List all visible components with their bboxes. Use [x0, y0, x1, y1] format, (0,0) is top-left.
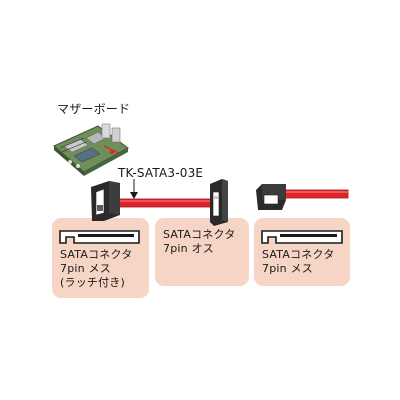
middle-sata-connector	[210, 179, 228, 226]
right-connector-panel: SATAコネクタ 7pin メス	[254, 218, 350, 286]
left-connector-panel: SATAコネクタ 7pin メス (ラッチ付き)	[52, 218, 149, 298]
left-sata-connector	[91, 181, 120, 221]
sata-female-port-icon	[59, 230, 140, 244]
sata-female-port-icon	[261, 230, 343, 244]
panel-line: 7pin メス	[60, 262, 111, 275]
motherboard-label: マザーボード	[57, 102, 131, 116]
panel-line: 7pin オス	[163, 242, 214, 255]
middle-connector-panel: SATAコネクタ 7pin オス	[155, 218, 249, 286]
panel-line: SATAコネクタ	[262, 248, 335, 261]
panel-line: SATAコネクタ	[60, 248, 133, 261]
model-label: TK-SATA3-03E	[118, 166, 204, 180]
right-sata-connector	[256, 184, 286, 210]
panel-line: SATAコネクタ	[163, 228, 236, 241]
model-pointer-arrow	[130, 179, 138, 199]
panel-line: 7pin メス	[262, 262, 313, 275]
panel-line: (ラッチ付き)	[60, 276, 125, 289]
motherboard-illustration	[53, 123, 129, 176]
